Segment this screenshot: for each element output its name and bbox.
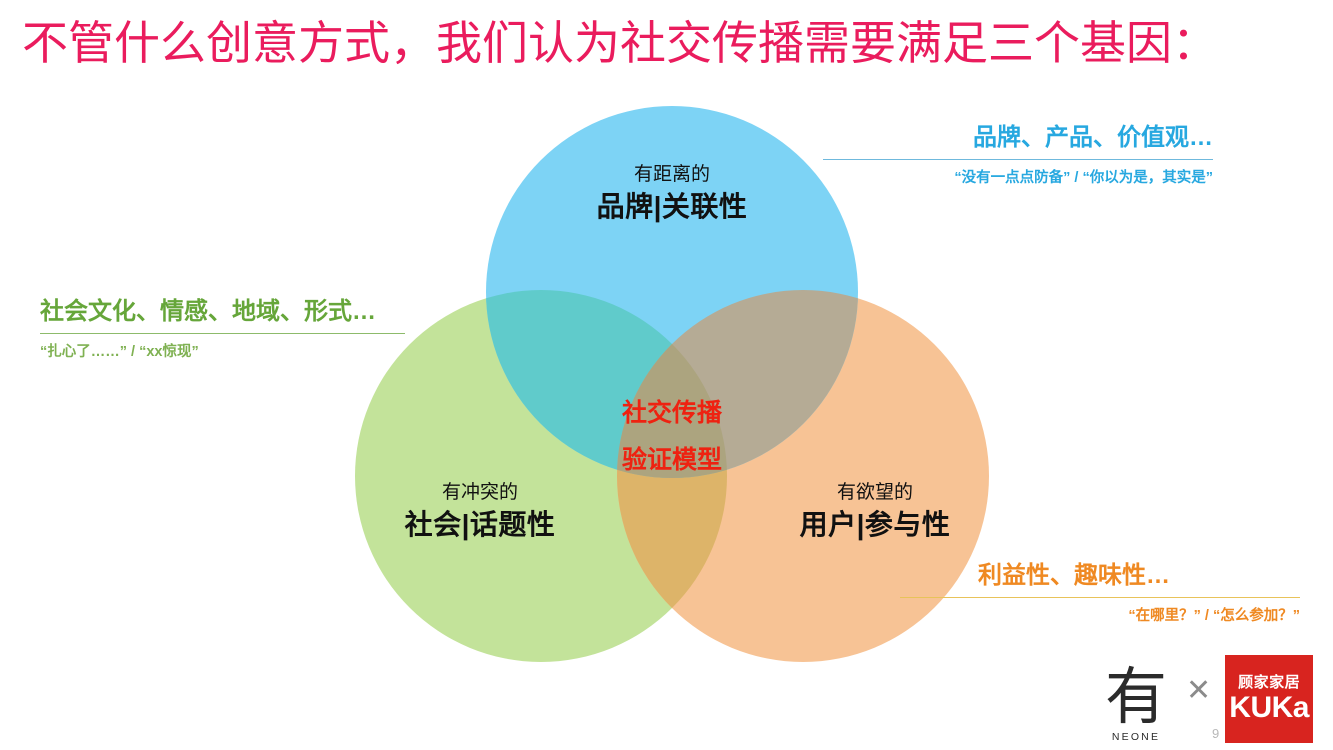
neone-logo: 有 NEONE (1100, 654, 1172, 744)
annotation-culture-rule (40, 333, 405, 334)
annotation-culture-head: 社会文化、情感、地域、形式… (40, 298, 376, 325)
venn-center-label: 社交传播 验证模型 (582, 390, 762, 484)
annotation-benefit-head: 利益性、趣味性… (978, 562, 1170, 589)
annotation-culture-sub: “扎心了……” / “xx惊现” (40, 344, 199, 360)
annotation-culture: 社会文化、情感、地域、形式… “扎心了……” / “xx惊现” (40, 296, 405, 364)
footer-logos: 有 NEONE ✕ 顾家家居 KUKa (1100, 650, 1320, 748)
annotation-brand-head: 品牌、产品、价值观… (973, 124, 1213, 151)
page-title: 不管什么创意方式，我们认为社交传播需要满足三个基因： (22, 17, 1218, 69)
annotation-benefit-sub: “在哪里？” / “怎么参加？” (1128, 608, 1300, 624)
annotation-brand-sub: “没有一点点防备” / “你以为是，其实是” (954, 170, 1213, 186)
cross-icon: ✕ (1186, 674, 1212, 707)
kuka-logo-en: KUKa (1229, 691, 1309, 724)
neone-glyph-icon: 有 (1104, 660, 1167, 733)
annotation-benefit-rule (900, 597, 1300, 598)
kuka-logo-cn: 顾家家居 (1238, 674, 1301, 691)
neone-wordmark: NEONE (1111, 731, 1161, 743)
annotation-brand: 品牌、产品、价值观… “没有一点点防备” / “你以为是，其实是” (823, 122, 1213, 190)
venn-center-line1: 社交传播 (621, 399, 722, 427)
venn-center-line2: 验证模型 (621, 446, 722, 474)
kuka-logo: 顾家家居 KUKa (1225, 655, 1314, 743)
annotation-brand-rule (823, 159, 1213, 160)
annotation-benefit: 利益性、趣味性… “在哪里？” / “怎么参加？” (900, 560, 1300, 628)
slide-number: 9 (1212, 726, 1220, 741)
